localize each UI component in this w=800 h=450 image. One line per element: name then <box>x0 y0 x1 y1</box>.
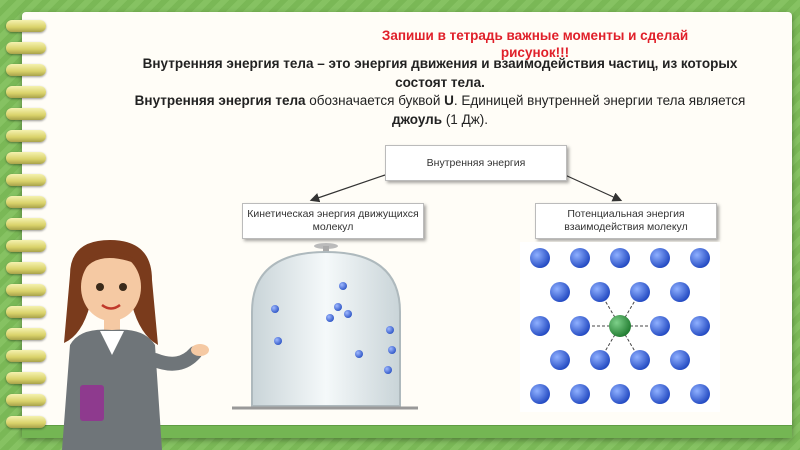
definition-text-a: обозначается буквой <box>305 93 445 108</box>
notebook-rings <box>6 20 46 440</box>
definition-text-c: (1 Дж). <box>442 111 488 127</box>
definition-text-b: . Единицей внутренней энергии тела являе… <box>453 93 746 108</box>
definition-letter: U <box>444 93 454 108</box>
molecule <box>550 282 570 302</box>
ring <box>6 152 46 164</box>
ring <box>6 394 46 406</box>
ring <box>6 108 46 120</box>
molecule <box>630 282 650 302</box>
molecule <box>530 316 550 336</box>
instruction-text: Запиши в тетрадь важные моменты и сделай… <box>381 28 689 60</box>
molecule <box>530 248 550 268</box>
molecule <box>570 248 590 268</box>
molecule <box>355 350 363 358</box>
molecule <box>670 282 690 302</box>
teacher-bangs <box>81 251 140 275</box>
molecule <box>386 326 394 334</box>
teacher-arm <box>148 346 202 371</box>
ring <box>6 306 46 318</box>
ring <box>6 196 46 208</box>
ring <box>6 350 46 362</box>
ring <box>6 372 46 384</box>
ring <box>6 64 46 76</box>
crystal-lattice <box>520 242 720 412</box>
molecule <box>610 248 630 268</box>
teacher-face <box>81 253 141 321</box>
definition-unit: джоуль <box>391 111 443 127</box>
molecule <box>550 350 570 370</box>
bell-jar-gas <box>232 243 418 410</box>
energy-diagram: Внутренняя энергия Кинетическая энергия … <box>200 140 750 430</box>
ring <box>6 240 46 252</box>
molecule <box>326 314 334 322</box>
teacher-illustration <box>62 240 209 450</box>
definition-term: Внутренняя энергия тела <box>134 93 306 108</box>
molecule <box>650 248 670 268</box>
molecule <box>650 384 670 404</box>
molecule <box>384 366 392 374</box>
molecule <box>670 350 690 370</box>
molecule <box>630 350 650 370</box>
definition-line-1: Внутренняя энергия тела – это энергия дв… <box>142 56 738 90</box>
teacher-hand <box>191 344 209 356</box>
molecule <box>690 384 710 404</box>
molecule <box>339 282 347 290</box>
bottom-strip <box>22 425 792 438</box>
molecule <box>690 316 710 336</box>
teacher-collar <box>100 331 124 355</box>
definition-line-2: Внутренняя энергия тела обозначается бук… <box>120 92 760 129</box>
jar-glass <box>251 250 401 407</box>
molecule <box>690 248 710 268</box>
teacher-eye-right <box>119 283 127 291</box>
ring <box>6 20 46 32</box>
molecule <box>271 305 279 313</box>
teacher-book <box>80 385 104 421</box>
ring <box>6 284 46 296</box>
ring <box>6 328 46 340</box>
ring <box>6 174 46 186</box>
ring <box>6 86 46 98</box>
molecule <box>570 384 590 404</box>
diagram-connectors <box>309 174 623 203</box>
molecule <box>274 337 282 345</box>
molecule <box>570 316 590 336</box>
ring <box>6 262 46 274</box>
box-potential-energy: Потенциальная энергия взаимодействия мол… <box>535 203 717 239</box>
jar-stem <box>323 246 329 252</box>
molecule <box>650 316 670 336</box>
ring <box>6 130 46 142</box>
teacher-eye-left <box>96 283 104 291</box>
molecule <box>388 346 396 354</box>
central-molecule <box>609 315 631 337</box>
teacher-neck <box>104 319 120 333</box>
arrow-left <box>309 174 386 203</box>
molecule <box>530 384 550 404</box>
molecule <box>590 350 610 370</box>
molecule <box>610 384 630 404</box>
ring <box>6 42 46 54</box>
ring <box>6 416 46 428</box>
ring <box>6 218 46 230</box>
definition-text: Внутренняя энергия тела – это энергия дв… <box>120 55 760 129</box>
teacher-smile <box>101 303 121 310</box>
molecule <box>334 303 342 311</box>
arrow-right <box>564 174 623 202</box>
molecule <box>344 310 352 318</box>
box-internal-energy: Внутренняя энергия <box>385 145 567 181</box>
box-kinetic-energy: Кинетическая энергия движущихся молекул <box>242 203 424 239</box>
molecule <box>590 282 610 302</box>
